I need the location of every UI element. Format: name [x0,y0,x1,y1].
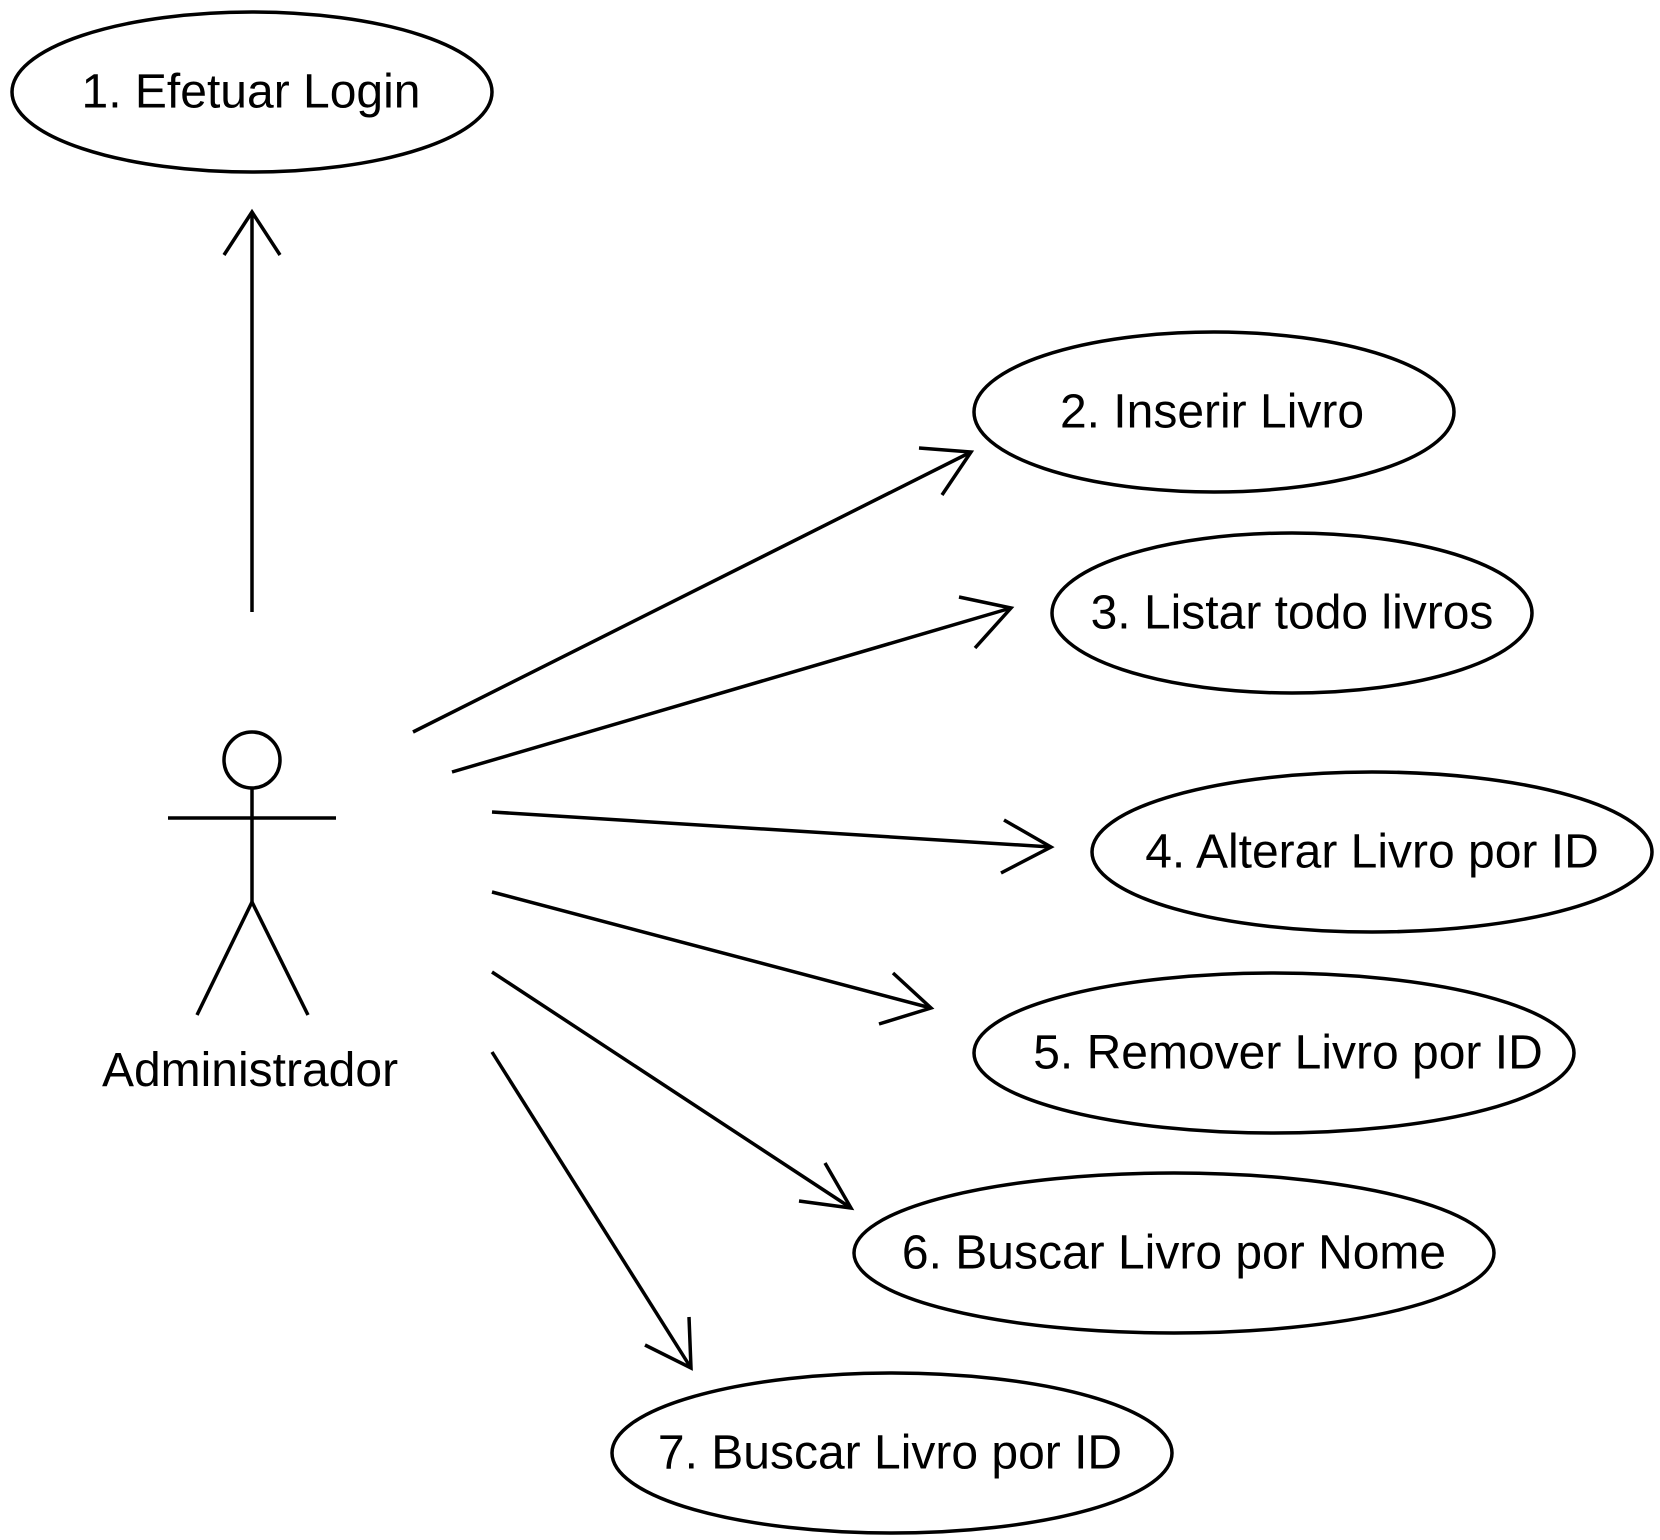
open-arrowhead [1000,818,1055,875]
use-case-label: 4. Alterar Livro por ID [1145,826,1599,879]
actor-left-leg [195,901,254,1016]
actor-administrador: Administrador [102,730,398,1097]
use-case-ellipse [1050,531,1534,695]
open-arrowhead [958,595,1015,650]
use-case-ellipse [1090,770,1654,934]
actor-right-leg [250,901,310,1016]
use-case-label: 6. Buscar Livro por Nome [902,1227,1446,1280]
use-case-ellipse [852,1171,1496,1335]
use-case-label: 5. Remover Livro por ID [1033,1027,1543,1080]
association-5 [491,890,935,1026]
association-4 [491,810,1055,875]
actor-head [222,730,282,790]
association-2 [412,446,975,734]
use-case-4: 4. Alterar Livro por ID [1090,770,1654,934]
open-arrowhead [644,1316,693,1371]
association-line [491,890,932,1010]
use-case-ellipse [610,1371,1174,1535]
use-case-label: 1. Efetuar Login [82,66,421,119]
association-3 [451,595,1015,774]
use-case-1: 1. Efetuar Login [10,10,494,174]
actor-name: Administrador [102,1044,398,1097]
use-case-label: 7. Buscar Livro por ID [658,1427,1122,1480]
use-case-ellipse [972,971,1576,1135]
use-case-ellipse [972,330,1456,494]
association-1 [222,208,282,612]
use-case-label: 3. Listar todo livros [1091,587,1494,640]
association-line [491,970,852,1210]
association-line [412,450,972,734]
use-case-2: 2. Inserir Livro [972,330,1456,494]
association-7 [490,1051,693,1371]
open-arrowhead [798,1162,855,1211]
association-line [491,810,1052,849]
use-case-ellipse [10,10,494,174]
use-case-5: 5. Remover Livro por ID [972,971,1576,1135]
open-arrowhead [222,208,282,256]
use-case-6: 6. Buscar Livro por Nome [852,1171,1496,1335]
association-line [451,606,1012,774]
association-line [490,1051,693,1369]
use-case-7: 7. Buscar Livro por ID [610,1371,1174,1535]
use-case-3: 3. Listar todo livros [1050,531,1534,695]
use-case-label: 2. Inserir Livro [1060,386,1364,439]
open-arrowhead [878,971,935,1026]
association-6 [491,970,855,1211]
open-arrowhead [918,446,975,496]
